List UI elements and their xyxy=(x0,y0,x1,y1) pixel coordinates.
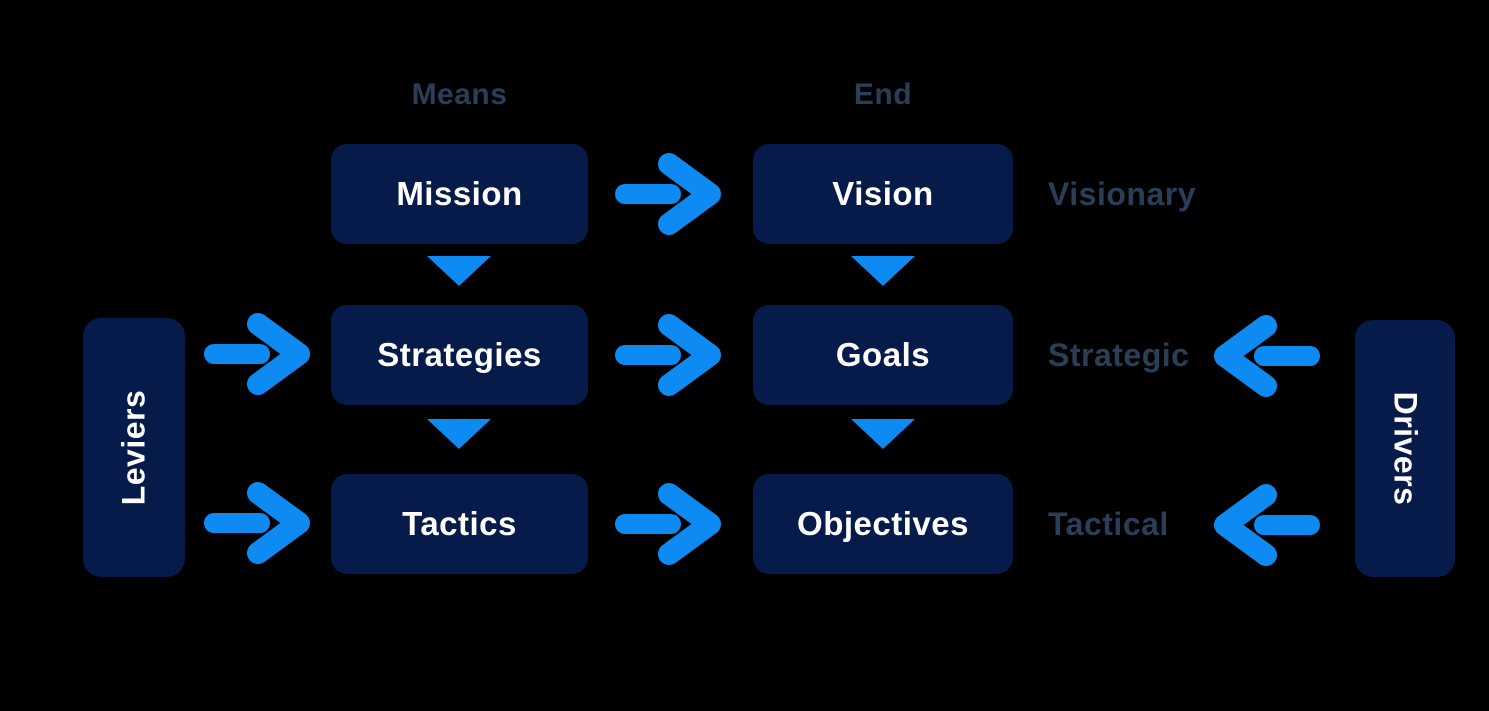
flow-box-tactics: Tactics xyxy=(331,474,588,574)
arrow-down-icon xyxy=(427,419,491,449)
flow-box-label: Objectives xyxy=(797,505,969,542)
flow-box-vision: Vision xyxy=(753,144,1013,244)
flow-box-strategies: Strategies xyxy=(331,305,588,405)
leviers-bar: Leviers xyxy=(83,318,185,577)
flow-box-label: Mission xyxy=(396,175,523,212)
flow-box-goals: Goals xyxy=(753,305,1013,405)
drivers-bar: Drivers xyxy=(1355,320,1455,577)
column-header-end: End xyxy=(853,78,913,111)
flow-box-objectives: Objectives xyxy=(753,474,1013,574)
arrow-left-icon xyxy=(1212,483,1322,567)
arrow-down-icon xyxy=(427,256,491,286)
flow-box-label: Tactics xyxy=(402,505,517,542)
level-label-tactical: Tactical xyxy=(1048,506,1169,542)
arrow-right-icon xyxy=(613,482,723,566)
flow-box-mission: Mission xyxy=(331,144,588,244)
flow-box-label: Vision xyxy=(832,175,934,212)
leviers-bar-label: Leviers xyxy=(115,389,152,506)
level-label-strategic: Strategic xyxy=(1048,337,1190,373)
arrow-right-icon xyxy=(613,313,723,397)
flow-box-label: Goals xyxy=(835,336,931,373)
arrow-right-icon xyxy=(613,152,723,236)
column-header-means: Means xyxy=(411,78,508,111)
arrow-left-icon xyxy=(1212,314,1322,398)
arrow-down-icon xyxy=(851,256,915,286)
drivers-bar-label: Drivers xyxy=(1387,391,1424,506)
arrow-right-icon xyxy=(202,312,312,396)
flow-box-label: Strategies xyxy=(377,336,542,373)
arrow-down-icon xyxy=(851,419,915,449)
arrow-right-icon xyxy=(202,481,312,565)
level-label-visionary: Visionary xyxy=(1048,176,1196,212)
